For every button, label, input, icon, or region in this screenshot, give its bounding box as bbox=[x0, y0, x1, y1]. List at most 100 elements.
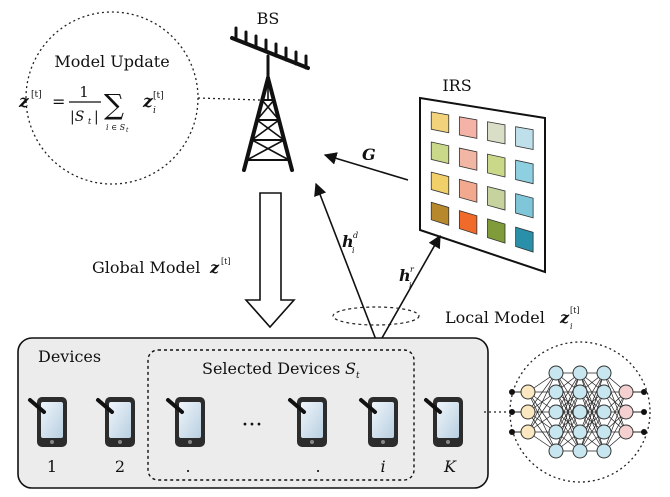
nn-node bbox=[520, 404, 536, 420]
irs-element bbox=[430, 111, 450, 134]
svg-text:i: i bbox=[352, 246, 355, 255]
model-update-equation: z [t] = 1 |S t | ∑ i ∈ S t z i [t] bbox=[18, 83, 164, 134]
channel-hr-label: h i r bbox=[399, 265, 415, 290]
base-station-tower-icon bbox=[230, 26, 310, 172]
svg-text:[t]: [t] bbox=[153, 91, 164, 101]
nn-node bbox=[572, 404, 588, 420]
devices-ellipsis: ··· bbox=[242, 413, 263, 438]
nn-input-dot bbox=[509, 389, 515, 395]
nn-node bbox=[548, 384, 564, 400]
nn-node bbox=[572, 424, 588, 440]
device-label: 1 bbox=[47, 457, 57, 476]
irs-element bbox=[487, 121, 506, 145]
summation-symbol: ∑ bbox=[104, 88, 124, 121]
local-model-label: Local Model z i [t] bbox=[445, 306, 579, 331]
svg-text:i ∈ S: i ∈ S bbox=[106, 123, 126, 132]
svg-text:[t]: [t] bbox=[31, 90, 42, 100]
irs-element bbox=[458, 147, 478, 171]
svg-text:z: z bbox=[18, 92, 29, 112]
arrow-hd bbox=[314, 182, 379, 346]
nn-node bbox=[572, 443, 588, 459]
nn-node bbox=[596, 384, 612, 400]
neural-network-bubble bbox=[509, 341, 651, 483]
global-model-arrow bbox=[244, 192, 296, 329]
bs-label: BS bbox=[257, 9, 280, 28]
nn-node bbox=[548, 443, 564, 459]
svg-text:i: i bbox=[570, 322, 573, 331]
device-labels: 1 2.. i K bbox=[47, 457, 457, 476]
neural-network-nodes bbox=[509, 365, 647, 459]
svg-text:t: t bbox=[126, 127, 129, 134]
svg-text:=: = bbox=[52, 92, 65, 111]
nn-node bbox=[618, 424, 634, 440]
nn-output-dot bbox=[641, 389, 647, 395]
irs-panel bbox=[419, 96, 546, 274]
arrow-hr bbox=[377, 234, 441, 346]
nn-node bbox=[596, 365, 612, 381]
arrow-g bbox=[323, 152, 409, 181]
nn-output-dot bbox=[641, 409, 647, 415]
irs-element bbox=[430, 141, 450, 165]
svg-text:t: t bbox=[356, 371, 360, 381]
nn-node bbox=[520, 424, 536, 440]
devices-panel bbox=[17, 337, 489, 489]
device-label: K bbox=[443, 457, 457, 476]
model-update-title: Model Update bbox=[54, 52, 169, 71]
irs-element bbox=[458, 116, 478, 139]
irs-element bbox=[487, 218, 506, 244]
nn-node bbox=[548, 424, 564, 440]
nn-node bbox=[572, 365, 588, 381]
channel-hd-label: h i d bbox=[342, 231, 358, 255]
svg-text:z: z bbox=[209, 258, 220, 277]
nn-output-dot bbox=[641, 429, 647, 435]
device-label: i bbox=[380, 457, 385, 476]
local-model-ellipse bbox=[332, 306, 420, 326]
irs-element bbox=[487, 185, 506, 211]
nn-node bbox=[548, 404, 564, 420]
svg-text:z: z bbox=[142, 92, 153, 112]
nn-node bbox=[520, 384, 536, 400]
svg-text:Local Model: Local Model bbox=[445, 308, 545, 327]
svg-text:|: | bbox=[94, 109, 99, 125]
irs-element bbox=[515, 159, 534, 185]
svg-text:Selected Devices: Selected Devices bbox=[202, 359, 340, 378]
svg-text:i: i bbox=[409, 281, 412, 290]
device-label: . bbox=[315, 457, 320, 476]
nn-input-dot bbox=[509, 409, 515, 415]
irs-elements bbox=[430, 111, 534, 253]
device-label: 2 bbox=[115, 457, 125, 476]
irs-label: IRS bbox=[442, 76, 471, 95]
devices-title: Devices bbox=[38, 347, 101, 366]
irs-element bbox=[430, 171, 450, 195]
nn-node bbox=[618, 384, 634, 400]
svg-text:1: 1 bbox=[79, 83, 89, 101]
device-label: . bbox=[185, 457, 190, 476]
nn-node bbox=[596, 443, 612, 459]
channel-g-label: G bbox=[362, 145, 376, 164]
nn-node bbox=[572, 384, 588, 400]
svg-text:i: i bbox=[153, 106, 156, 116]
svg-text:d: d bbox=[353, 231, 358, 240]
svg-text:z: z bbox=[559, 308, 570, 327]
svg-text:Global Model: Global Model bbox=[92, 258, 200, 277]
selected-devices-label: Selected Devices S t bbox=[202, 359, 360, 381]
svg-text:[t]: [t] bbox=[570, 306, 579, 315]
selected-devices-box bbox=[147, 349, 415, 481]
irs-element bbox=[515, 193, 534, 219]
svg-text:h: h bbox=[342, 232, 354, 251]
svg-text:[t]: [t] bbox=[221, 257, 230, 266]
nn-node bbox=[596, 404, 612, 420]
svg-text:h: h bbox=[399, 266, 411, 285]
irs-element bbox=[458, 178, 478, 203]
irs-element bbox=[430, 201, 450, 226]
irs-element bbox=[515, 126, 534, 151]
svg-text:|S: |S bbox=[70, 109, 84, 125]
global-model-label: Global Model z [t] bbox=[92, 257, 230, 277]
model-update-bubble: Model Update z [t] = 1 |S t | ∑ i ∈ S t … bbox=[18, 11, 261, 185]
nn-node bbox=[618, 404, 634, 420]
nn-input-dot bbox=[509, 429, 515, 435]
irs-element bbox=[487, 153, 506, 178]
irs-element bbox=[515, 226, 534, 253]
svg-text:S: S bbox=[345, 359, 356, 378]
